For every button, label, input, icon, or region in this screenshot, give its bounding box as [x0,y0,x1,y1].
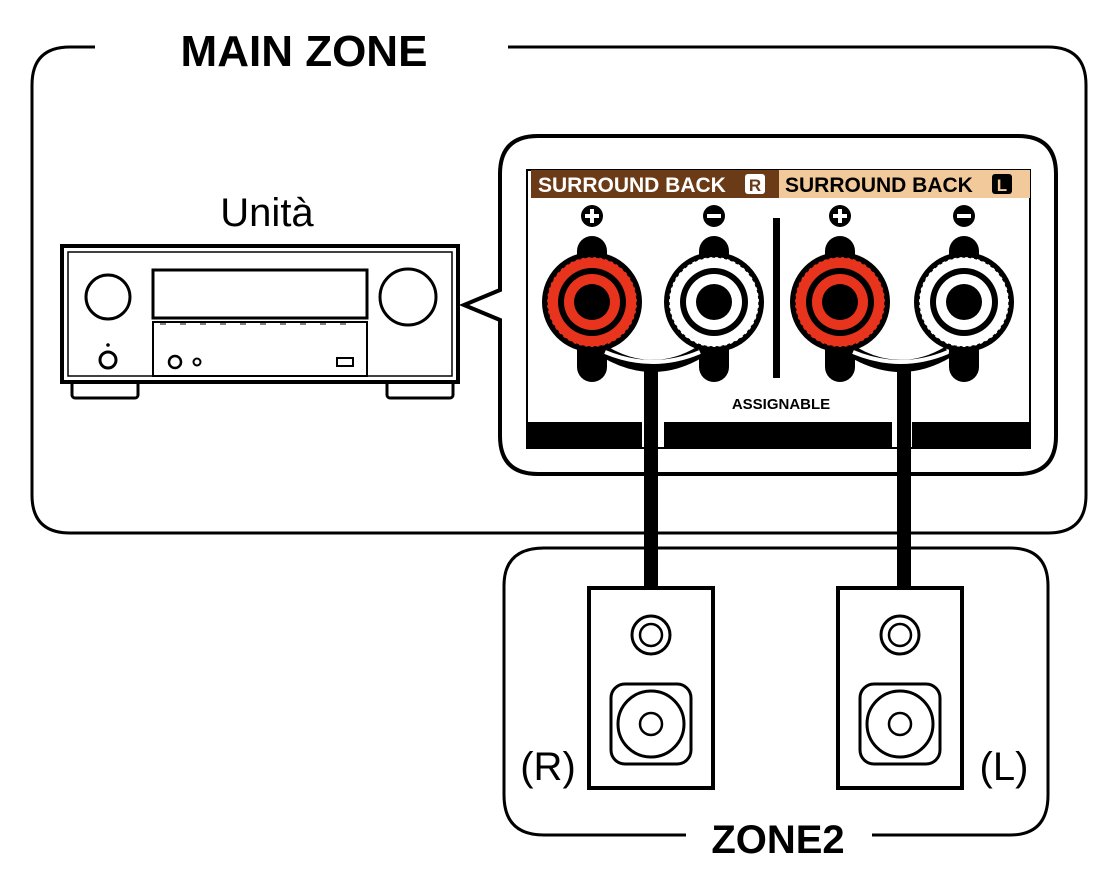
minus-icon [703,205,725,227]
channel-divider [773,218,780,378]
zone2-frame [502,546,1050,837]
speaker-right [587,586,715,790]
speaker-left [836,586,964,790]
power-button [98,350,118,370]
av-receiver [60,244,460,400]
display-window [151,268,369,320]
speaker-left-label: (L) [980,745,1029,789]
speaker-right-label: (R) [520,745,576,789]
plus-icon [829,205,851,227]
surround-back-right-header [531,170,779,198]
right-channel-badge: R [749,176,761,195]
minus-icon [953,205,975,227]
terminal-panel: SURROUND BACK R SURROUND BACK L [458,134,1058,476]
assignable-label: ASSIGNABLE [732,396,830,413]
terminal-left-positive [790,252,890,352]
terminal-left-negative [914,252,1014,352]
zone2-title: ZONE2 [711,818,844,862]
surround-back-left-header [779,170,1030,198]
main-zone-frame [30,45,1088,535]
left-channel-badge: L [997,176,1007,195]
surround-back-left-label: SURROUND BACK [785,174,973,197]
main-zone-title: MAIN ZONE [181,27,428,76]
terminal-right-positive [542,252,642,352]
plus-icon [581,205,603,227]
terminal-right-negative [664,252,764,352]
speaker-cables [644,364,911,590]
volume-knob-left [84,273,132,321]
volume-knob-right [378,267,438,327]
surround-back-right-label: SURROUND BACK [538,174,726,197]
unit-label: Unità [220,191,314,235]
panel-bottom-bar [527,422,1030,448]
